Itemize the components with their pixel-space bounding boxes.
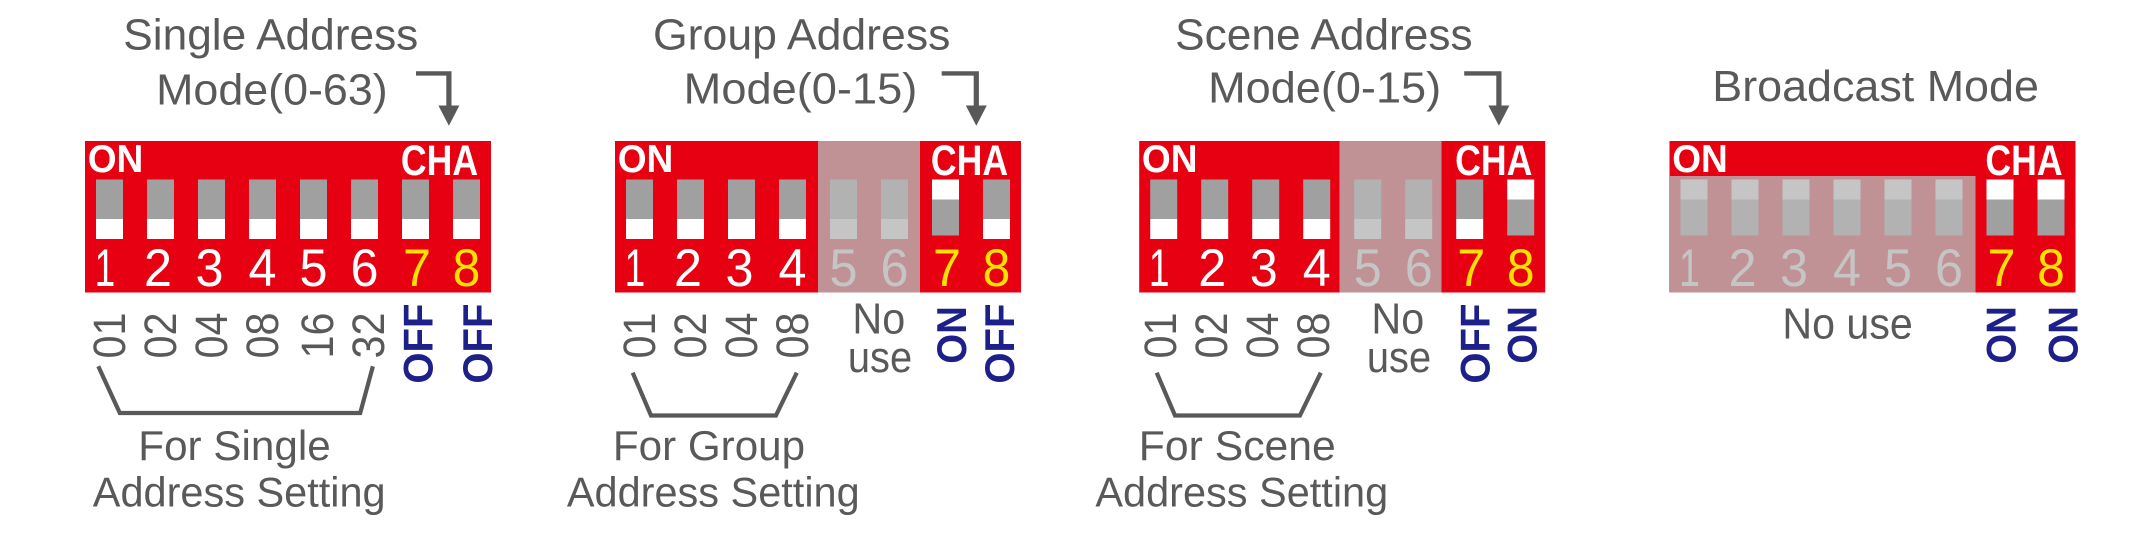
svg-text:1: 1 bbox=[1149, 238, 1170, 297]
svg-text:5: 5 bbox=[299, 238, 327, 297]
svg-text:08: 08 bbox=[237, 313, 288, 359]
svg-text:8: 8 bbox=[1507, 238, 1535, 298]
svg-text:OFF: OFF bbox=[395, 304, 442, 384]
svg-text:use: use bbox=[848, 333, 912, 382]
svg-text:ON: ON bbox=[928, 306, 975, 364]
svg-text:Address Setting: Address Setting bbox=[567, 469, 860, 516]
svg-text:3: 3 bbox=[195, 238, 223, 297]
svg-text:2: 2 bbox=[144, 238, 172, 297]
svg-text:4: 4 bbox=[1303, 238, 1331, 297]
svg-text:CHA: CHA bbox=[931, 137, 1008, 185]
svg-text:7: 7 bbox=[933, 238, 961, 297]
svg-text:8: 8 bbox=[2037, 238, 2065, 298]
svg-text:04: 04 bbox=[716, 313, 767, 359]
svg-text:For Scene: For Scene bbox=[1139, 422, 1336, 469]
svg-text:1: 1 bbox=[95, 238, 116, 297]
svg-text:ON: ON bbox=[2040, 306, 2087, 364]
svg-text:No use: No use bbox=[1782, 300, 1912, 349]
svg-text:2: 2 bbox=[1198, 238, 1226, 297]
svg-text:ON: ON bbox=[1142, 138, 1198, 181]
svg-text:use: use bbox=[1367, 333, 1431, 382]
svg-text:No: No bbox=[1371, 295, 1424, 344]
svg-text:Mode(0-63): Mode(0-63) bbox=[156, 65, 388, 114]
svg-text:8: 8 bbox=[453, 238, 481, 298]
svg-text:4: 4 bbox=[778, 238, 806, 297]
svg-text:Group Address: Group Address bbox=[653, 11, 950, 60]
svg-text:32: 32 bbox=[343, 313, 394, 359]
svg-text:08: 08 bbox=[767, 313, 818, 359]
svg-text:ON: ON bbox=[1978, 306, 2025, 364]
svg-text:8: 8 bbox=[983, 238, 1011, 298]
svg-text:6: 6 bbox=[350, 238, 378, 297]
svg-text:01: 01 bbox=[84, 313, 135, 359]
svg-text:01: 01 bbox=[1135, 313, 1186, 359]
svg-text:ON: ON bbox=[1499, 306, 1546, 364]
svg-text:Scene Address: Scene Address bbox=[1175, 11, 1472, 60]
svg-text:7: 7 bbox=[1987, 238, 2015, 297]
svg-text:OFF: OFF bbox=[454, 304, 501, 384]
svg-text:16: 16 bbox=[292, 313, 343, 359]
svg-text:Address Setting: Address Setting bbox=[93, 469, 386, 516]
svg-text:04: 04 bbox=[1237, 313, 1288, 359]
svg-text:04: 04 bbox=[186, 313, 237, 359]
svg-text:2: 2 bbox=[674, 238, 702, 297]
svg-text:7: 7 bbox=[1457, 238, 1485, 297]
svg-text:ON: ON bbox=[88, 138, 144, 181]
svg-text:02: 02 bbox=[1186, 313, 1237, 359]
svg-text:OFF: OFF bbox=[976, 304, 1023, 384]
svg-text:01: 01 bbox=[614, 313, 665, 359]
svg-text:1: 1 bbox=[625, 238, 646, 297]
svg-text:ON: ON bbox=[618, 138, 674, 181]
svg-text:Mode(0-15): Mode(0-15) bbox=[1208, 64, 1441, 113]
svg-text:For Group: For Group bbox=[613, 422, 805, 469]
svg-text:4: 4 bbox=[248, 238, 276, 297]
svg-text:Broadcast Mode: Broadcast Mode bbox=[1712, 62, 2039, 111]
svg-text:For Single: For Single bbox=[138, 422, 330, 469]
svg-text:OFF: OFF bbox=[1452, 304, 1499, 384]
svg-text:No: No bbox=[852, 295, 905, 344]
svg-text:3: 3 bbox=[1250, 238, 1278, 297]
svg-text:02: 02 bbox=[665, 313, 716, 359]
svg-text:7: 7 bbox=[403, 238, 431, 297]
svg-text:02: 02 bbox=[135, 313, 186, 359]
svg-text:Address Setting: Address Setting bbox=[1095, 469, 1388, 516]
svg-text:CHA: CHA bbox=[1985, 137, 2062, 185]
svg-text:08: 08 bbox=[1288, 313, 1339, 359]
svg-text:3: 3 bbox=[725, 238, 753, 297]
svg-text:Single Address: Single Address bbox=[123, 11, 418, 60]
svg-text:CHA: CHA bbox=[1455, 137, 1532, 185]
svg-text:ON: ON bbox=[1672, 138, 1728, 181]
svg-text:Mode(0-15): Mode(0-15) bbox=[684, 65, 918, 114]
svg-text:CHA: CHA bbox=[401, 137, 478, 185]
